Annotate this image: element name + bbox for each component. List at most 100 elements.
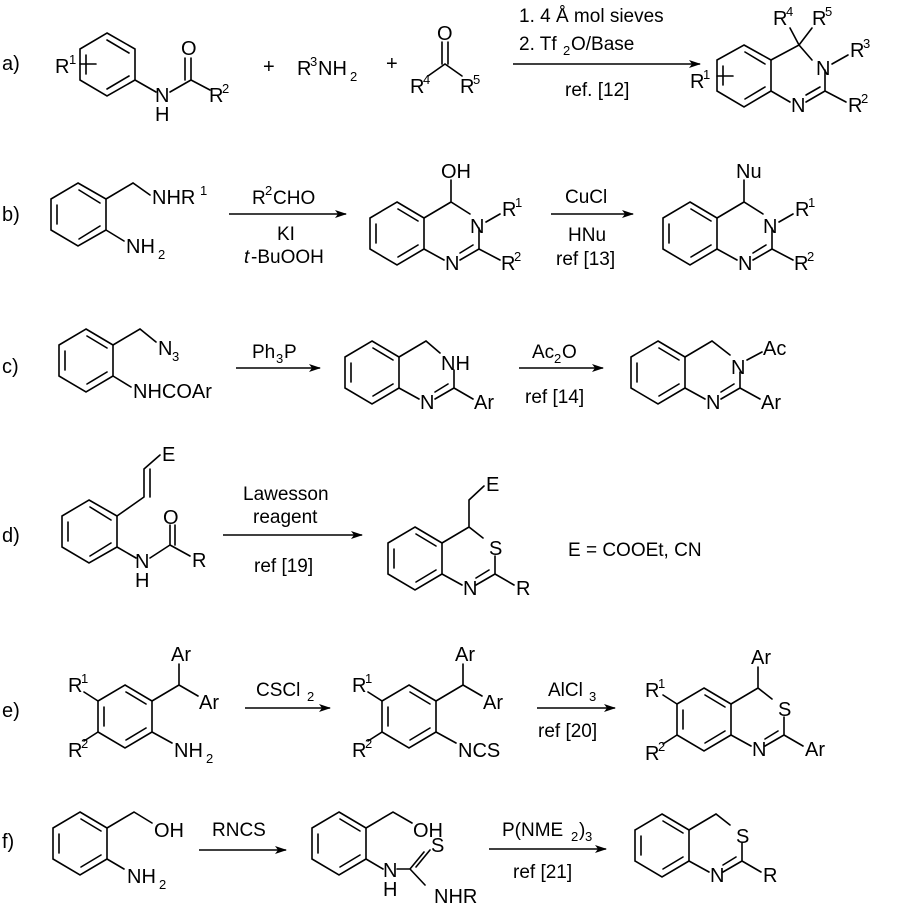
r5-label: R (812, 8, 826, 30)
reactant-e-diarylmethyl-aniline: R 1 R 2 Ar Ar NH 2 (68, 644, 219, 766)
ref-a: ref. [12] (565, 80, 629, 101)
h-atom: H (383, 879, 397, 901)
r1-label: R (68, 675, 82, 697)
product-a-dihydroquinazoline: R 1 R 4 R 5 N R 3 N R 2 (690, 4, 870, 117)
scheme-label-b: b) (2, 204, 20, 226)
reactant-b-aminobenzylamine: NHR 1 NH 2 (50, 182, 207, 262)
ar-label: Ar (171, 644, 191, 666)
ref-e: ref [20] (538, 721, 597, 742)
n-atom: N (710, 865, 724, 887)
arrow-e1: CSCl 2 (245, 680, 331, 712)
ph3-sub: 3 (276, 351, 283, 366)
nh2-sub: 2 (158, 247, 165, 262)
r2-sup: 2 (514, 249, 521, 264)
ac-label: Ac (763, 338, 786, 360)
r2cho-sup: 2 (265, 183, 272, 198)
r2-sup: 2 (658, 739, 665, 754)
r1-label: R (55, 56, 69, 78)
r2-sup: 2 (807, 249, 814, 264)
o-atom: O (163, 507, 179, 529)
condition-c2b: O (562, 342, 577, 363)
scheme-c: c) N 3 NHCOAr Ph 3 P NH N Ar Ac 2 O (2, 328, 786, 414)
s-atom: S (778, 699, 791, 721)
nu-label: Nu (736, 161, 762, 183)
n1-atom: N (738, 253, 752, 275)
r1-sup: 1 (515, 195, 522, 210)
r1-sup: 1 (200, 183, 207, 198)
scheme-e: e) R 1 R 2 Ar Ar NH 2 CSCl 2 R 1 R 2 (2, 644, 825, 766)
n3-label: N (158, 338, 172, 360)
h-atom: H (155, 104, 169, 126)
r1-label: R (352, 675, 366, 697)
ar-label: Ar (455, 644, 475, 666)
s-atom: S (489, 538, 502, 560)
reactant-a1-anilide: R 1 N H O R 2 (55, 32, 229, 126)
condition-c1b: P (284, 342, 297, 363)
product-b-nu-dihydroquinazoline: Nu N R 1 N R 2 (662, 161, 815, 275)
intermediate-f-thiourea: OH S N H NHR (311, 811, 477, 908)
r3-label: R (850, 40, 864, 62)
n3-atom: N (731, 357, 745, 379)
condition-c1: Ph (252, 342, 275, 363)
condition-f2b: ) (579, 820, 585, 841)
e-label: E (486, 474, 499, 496)
product-c-n-acetyl: N Ac N Ar (630, 338, 786, 414)
condition-b4: CuCl (565, 187, 607, 208)
r3-sup: 3 (310, 54, 317, 69)
nh2-sub: 2 (206, 751, 213, 766)
reactant-c-azide: N 3 NHCOAr (58, 328, 212, 403)
nh-label: NH (318, 58, 347, 80)
condition-f1: RNCS (212, 820, 266, 841)
n-atom: N (135, 551, 149, 573)
condition-b3: t (244, 247, 250, 268)
condition-b3b: -BuOOH (251, 247, 324, 268)
ar-label: Ar (751, 647, 771, 669)
r4-sup: 4 (423, 72, 430, 87)
r2-label: R (501, 253, 515, 275)
condition-b1: CHO (273, 188, 315, 209)
ncs-label: NCS (458, 740, 500, 762)
condition-b5: HNu (568, 225, 606, 246)
condition-e1: CSCl (256, 680, 300, 701)
nhr-label: NHR (434, 886, 477, 908)
plus-sign: + (386, 53, 398, 75)
r2-label: R (68, 740, 82, 762)
scheme-a: a) R 1 N H O R 2 + R 3 NH 2 + O R 4 R (2, 4, 870, 126)
nh2-label: NH (127, 866, 156, 888)
r1-sup: 1 (808, 195, 815, 210)
ar-label: Ar (761, 392, 781, 414)
r2-sup: 2 (81, 736, 88, 751)
ar-label: Ar (199, 692, 219, 714)
condition-a1: 1. 4 Å mol sieves (519, 6, 664, 27)
r1-sup: 1 (365, 671, 372, 686)
r2-label: R (794, 253, 808, 275)
r2-label: R (352, 740, 366, 762)
r2-sup: 2 (861, 91, 868, 106)
reactant-d-vinyl-anilide: E O N H R (61, 444, 206, 592)
scheme-label-c: c) (2, 356, 19, 378)
r5-sup: 5 (825, 4, 832, 19)
arrow-f2: P(NME 2 ) 3 ref [21] (489, 820, 607, 883)
r2-sup: 2 (222, 81, 229, 96)
r5-label: R (460, 76, 474, 98)
scheme-label-d: d) (2, 525, 20, 547)
intermediate-e-isothiocyanate: R 1 R 2 Ar Ar NCS (352, 644, 503, 762)
intermediate-b-hydroxy: OH N R 1 N R 2 (369, 161, 522, 275)
n1-atom: N (445, 253, 459, 275)
n-atom: N (752, 739, 766, 761)
scheme-d: d) E O N H R Lawesson reagent ref [19] E… (2, 444, 702, 600)
e-label: E (162, 444, 175, 466)
reactant-f-aminobenzyl-alcohol: OH NH 2 (52, 811, 184, 892)
condition-b2: KI (277, 224, 295, 245)
s-atom: S (736, 826, 749, 848)
nh-label: NH (441, 353, 470, 375)
condition-d1: Lawesson (243, 484, 329, 505)
scheme-b: b) NHR 1 NH 2 R 2 CHO KI t -BuOOH OH N R… (2, 161, 815, 275)
substituent-note: E = COOEt, CN (568, 540, 702, 561)
ref-d: ref [19] (254, 556, 313, 577)
r-label: R (763, 865, 777, 887)
condition-d2: reagent (253, 507, 318, 528)
arrow-e2: AlCl 3 ref [20] (537, 680, 616, 742)
arrow-c1: Ph 3 P (236, 342, 321, 372)
